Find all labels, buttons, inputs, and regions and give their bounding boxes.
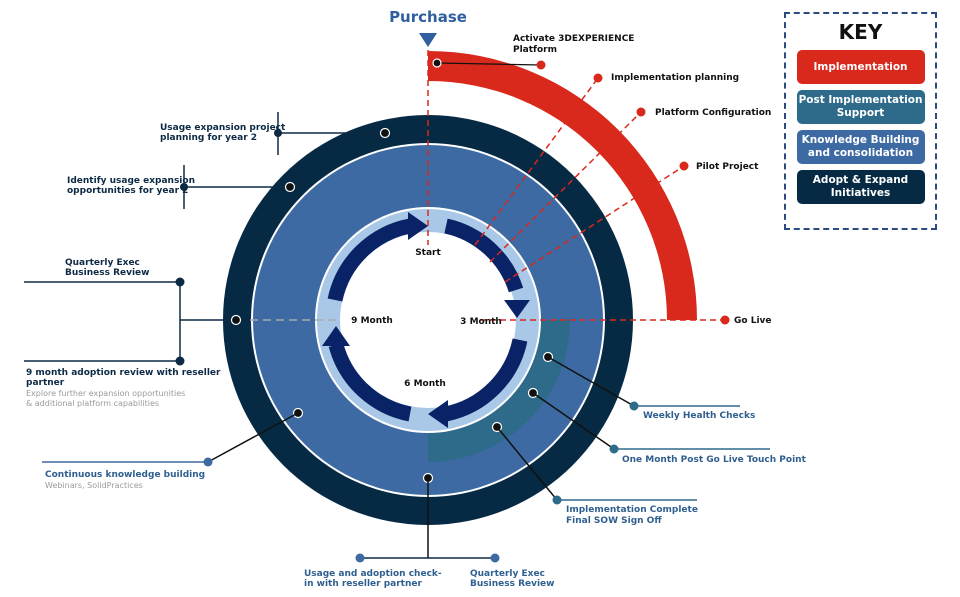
usage-expansion-planning-label: Usage expansion project bbox=[160, 123, 286, 133]
activate-platform-label-2: Platform bbox=[513, 45, 557, 55]
continuous-knowledge-label: Continuous knowledge building bbox=[45, 470, 205, 480]
implementation-complete-label: Implementation Complete bbox=[566, 505, 698, 515]
webinars-note: Webinars, SolidPractices bbox=[45, 481, 143, 490]
usage-adoption-check-label-2: in with reseller partner bbox=[304, 579, 422, 589]
implementation-complete-label-2: Final SOW Sign Off bbox=[566, 516, 662, 526]
purchase-marker-icon bbox=[419, 33, 437, 47]
usage-adoption-check-label: Usage and adoption check- bbox=[304, 569, 442, 579]
quarterly-exec-review-label-2: Business Review bbox=[65, 268, 149, 278]
implementation-arc bbox=[428, 51, 697, 320]
go-live-label: Go Live bbox=[734, 316, 772, 326]
purchase-label: Purchase bbox=[389, 8, 467, 26]
explore-expansion-note-2: & additional platform capabilities bbox=[26, 399, 159, 408]
start-label: Start bbox=[415, 248, 441, 258]
arrow-head-icon bbox=[504, 300, 530, 318]
key-implementation: Implementation bbox=[796, 50, 925, 84]
nine-month-review-label-2: partner bbox=[26, 378, 65, 388]
9-month-label: 9 Month bbox=[351, 316, 393, 326]
implementation-planning-label: Implementation planning bbox=[611, 73, 739, 83]
pilot-project-label: Pilot Project bbox=[696, 162, 759, 172]
cycle-arrows bbox=[327, 218, 528, 422]
arrow-head-icon bbox=[408, 212, 428, 240]
bottom-quarterly-exec-label: Quarterly Exec bbox=[470, 569, 545, 579]
nine-month-review-label: 9 month adoption review with reseller bbox=[26, 368, 221, 378]
key-adopt-expand: Adopt & Expand Initiatives bbox=[796, 170, 925, 204]
arrow-head-icon bbox=[428, 400, 448, 428]
arrow-head-icon bbox=[322, 326, 350, 346]
weekly-health-checks-label: Weekly Health Checks bbox=[643, 411, 755, 421]
identify-usage-expansion-label: Identify usage expansion bbox=[67, 176, 195, 186]
usage-expansion-planning-label-2: planning for year 2 bbox=[160, 133, 257, 143]
key-knowledge-building: Knowledge Building and consolidation bbox=[796, 130, 925, 164]
quarterly-exec-review-label: Quarterly Exec bbox=[65, 258, 140, 268]
3-month-label: 3 Month bbox=[460, 317, 502, 327]
legend-key: KEY Implementation Post Implementation S… bbox=[784, 12, 937, 230]
one-month-touch-point-label: One Month Post Go Live Touch Point bbox=[622, 455, 807, 465]
platform-configuration-label: Platform Configuration bbox=[655, 108, 771, 118]
activate-platform-label: Activate 3DEXPERIENCE bbox=[513, 34, 634, 44]
6-month-label: 6 Month bbox=[404, 379, 446, 389]
explore-expansion-note: Explore further expansion opportunities bbox=[26, 389, 185, 398]
bottom-quarterly-exec-label-2: Business Review bbox=[470, 579, 554, 589]
identify-usage-expansion-label-2: opportunities for year 2 bbox=[67, 186, 188, 196]
key-post-implementation-support: Post Implementation Support bbox=[796, 90, 925, 124]
key-title: KEY bbox=[838, 20, 883, 44]
